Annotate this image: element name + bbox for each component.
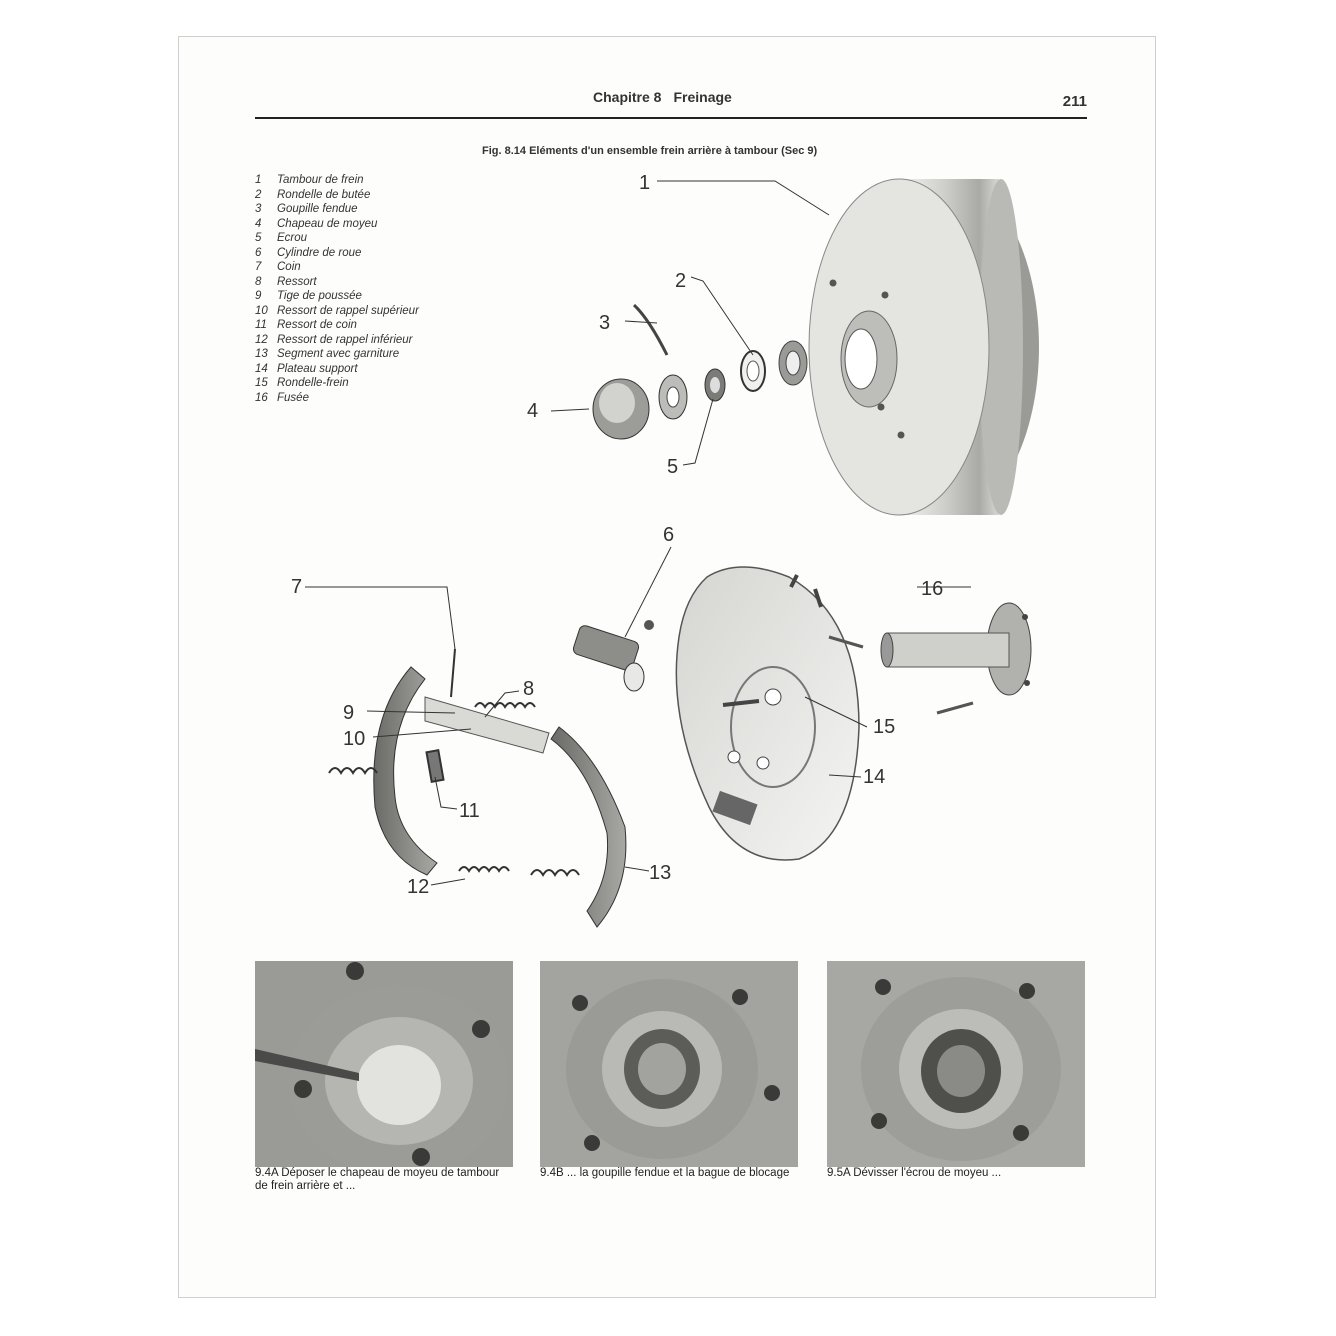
legend-label: Cylindre de roue bbox=[277, 246, 362, 259]
callout-1: 1 bbox=[639, 172, 650, 194]
figure-caption: Fig. 8.14 Eléments d'un ensemble frein a… bbox=[482, 145, 818, 157]
legend-number: 12 bbox=[255, 333, 268, 346]
callout-10: 10 bbox=[343, 728, 365, 750]
photo-unscrew-hub-nut bbox=[827, 961, 1085, 1167]
legend-item: 3 Goupille fendue bbox=[255, 202, 419, 217]
callout-7: 7 bbox=[291, 576, 302, 598]
brake-drum-drawing bbox=[808, 178, 1039, 516]
chapter-number: Chapitre 8 bbox=[593, 89, 662, 105]
springs-drawing bbox=[328, 648, 580, 877]
bearing-and-washer-drawing bbox=[740, 340, 808, 392]
legend-number: 3 bbox=[255, 203, 262, 215]
backing-plate-drawing bbox=[675, 566, 860, 861]
legend-item: 16 Fusée bbox=[255, 391, 419, 406]
legend-label: Segment avec garniture bbox=[277, 348, 400, 360]
wheel-cylinder-drawing bbox=[572, 620, 654, 692]
legend-item: 7 Coin bbox=[255, 260, 419, 275]
legend-item: 10 Ressort de rappel supérieur bbox=[255, 304, 419, 319]
legend-label: Coin bbox=[277, 261, 301, 273]
legend-label: Tambour de frein bbox=[277, 174, 364, 186]
legend-label: Rondelle de butée bbox=[277, 188, 371, 201]
legend-number: 16 bbox=[255, 391, 268, 404]
legend-label: Goupille fendue bbox=[277, 203, 358, 215]
legend-label: Ressort bbox=[277, 275, 317, 288]
legend-number: 1 bbox=[255, 174, 262, 186]
legend-label: Ecrou bbox=[277, 232, 308, 244]
legend-item: 4 Chapeau de moyeu bbox=[255, 217, 419, 232]
legend-number: 11 bbox=[255, 319, 267, 331]
legend-label: Plateau support bbox=[277, 362, 358, 375]
legend-label: Ressort de coin bbox=[277, 319, 357, 331]
legend-label: Fusée bbox=[277, 391, 309, 404]
legend-item: 2 Rondelle de butée bbox=[255, 188, 419, 203]
callout-5: 5 bbox=[667, 456, 678, 478]
legend-number: 4 bbox=[255, 217, 262, 230]
chapter-heading: Chapitre 8 Freinage bbox=[593, 89, 732, 105]
callout-14: 14 bbox=[863, 766, 885, 788]
legend-label: Ressort de rappel supérieur bbox=[277, 304, 419, 317]
legend-item: 1 Tambour de frein bbox=[255, 173, 419, 188]
callout-16: 16 bbox=[921, 578, 943, 600]
legend-number: 7 bbox=[255, 261, 262, 273]
callout-2: 2 bbox=[675, 270, 686, 292]
callout-numbers: 1 2 3 4 5 6 7 8 9 10 11 12 13 14 15 16 bbox=[291, 172, 943, 898]
page-number: 211 bbox=[1062, 93, 1087, 110]
callout-3: 3 bbox=[599, 312, 610, 334]
legend-item: 8 Ressort bbox=[255, 275, 419, 290]
legend-item: 14 Plateau support bbox=[255, 362, 419, 377]
photo-split-pin bbox=[540, 961, 798, 1167]
callout-6: 6 bbox=[663, 524, 674, 546]
legend-number: 5 bbox=[255, 232, 262, 244]
callout-15: 15 bbox=[873, 716, 895, 738]
legend-item: 6 Cylindre de roue bbox=[255, 246, 419, 261]
nut-and-cap-drawing bbox=[592, 368, 726, 440]
legend-number: 10 bbox=[255, 304, 268, 317]
callout-9: 9 bbox=[343, 702, 354, 724]
legend-number: 13 bbox=[255, 348, 268, 360]
legend-item: 15 Rondelle-frein bbox=[255, 376, 419, 391]
legend-label: Rondelle-frein bbox=[277, 377, 349, 389]
legend-number: 14 bbox=[255, 362, 268, 375]
legend-label: Tige de poussée bbox=[277, 290, 362, 302]
photo-caption-9-4b: 9.4B ... la goupille fendue et la bague … bbox=[540, 1167, 790, 1179]
bolts-drawing bbox=[722, 574, 974, 715]
photo-caption-9-5a: 9.5A Dévisser l'écrou de moyeu ... bbox=[827, 1167, 1002, 1179]
stub-axle-drawing bbox=[880, 602, 1032, 696]
callout-13: 13 bbox=[649, 862, 671, 884]
callout-8: 8 bbox=[523, 678, 534, 700]
split-pin-drawing bbox=[632, 303, 669, 356]
figure-legend: 1 Tambour de frein 2 Rondelle de butée 3 Go… bbox=[255, 173, 419, 405]
legend-label: Ressort de rappel inférieur bbox=[277, 333, 413, 346]
legend-item: 12 Ressort de rappel inférieur bbox=[255, 333, 419, 348]
legend-number: 6 bbox=[255, 246, 262, 259]
photo-remove-hub-cap bbox=[255, 961, 513, 1167]
legend-number: 9 bbox=[255, 290, 262, 302]
callout-4: 4 bbox=[527, 400, 538, 422]
exploded-brake-diagram: 1 2 3 4 5 6 7 8 9 10 11 12 13 14 15 16 bbox=[291, 172, 1039, 928]
legend-item: 5 Ecrou bbox=[255, 231, 419, 246]
legend-number: 8 bbox=[255, 275, 262, 288]
leader-lines bbox=[305, 180, 971, 886]
legend-number: 15 bbox=[255, 377, 268, 389]
callout-12: 12 bbox=[407, 876, 429, 898]
brake-shoes-drawing bbox=[373, 666, 627, 928]
legend-item: 9 Tige de poussée bbox=[255, 289, 419, 304]
legend-number: 2 bbox=[255, 188, 262, 201]
chapter-title: Freinage bbox=[673, 89, 732, 105]
legend-item: 13 Segment avec garniture bbox=[255, 347, 419, 362]
page-header: Chapitre 8 Freinage 211 bbox=[255, 87, 1087, 119]
callout-11: 11 bbox=[459, 800, 480, 822]
legend-item: 11 Ressort de coin bbox=[255, 318, 419, 333]
legend-label: Chapeau de moyeu bbox=[277, 217, 378, 230]
photo-caption-9-4a: 9.4A Déposer le chapeau de moyeu de tamb… bbox=[255, 1167, 500, 1192]
